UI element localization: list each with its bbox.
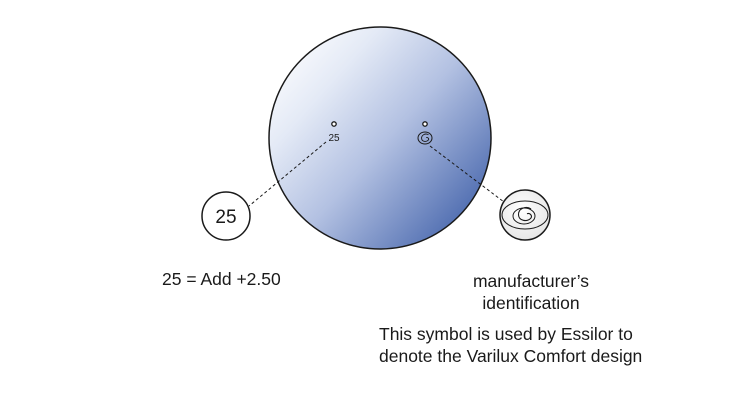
- magnified-add-circle: [201, 191, 251, 241]
- progressive-lens: [268, 26, 492, 250]
- engraved-logo-icon: [417, 131, 433, 145]
- manufacturer-caption: manufacturer’s identification: [456, 270, 606, 314]
- engraved-add-label: 25: [328, 133, 340, 144]
- add-power-caption: 25 = Add +2.50: [162, 269, 281, 289]
- manufacturer-caption-line-1: manufacturer’s: [472, 271, 590, 291]
- magnified-logo-icon: [499, 189, 551, 241]
- magnified-add-label: 25: [215, 207, 236, 228]
- symbol-caption-line-1: This symbol is used by Essilor to: [379, 324, 633, 344]
- right-leader-line: [429, 145, 505, 203]
- symbol-caption-line-2: denote the Varilux Comfort design: [379, 346, 643, 366]
- right-engraving-marker: [422, 121, 428, 127]
- left-leader-line: [248, 141, 327, 207]
- symbol-caption: This symbol is used by Essilor to denote…: [379, 323, 642, 367]
- manufacturer-caption-line-2: identification: [482, 293, 580, 313]
- left-engraving-marker: [331, 121, 337, 127]
